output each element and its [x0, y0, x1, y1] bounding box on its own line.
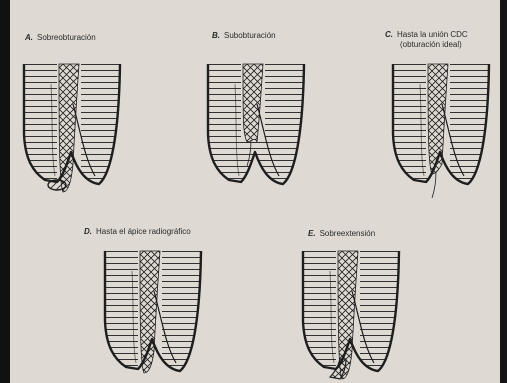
- label-c-caption: Hasta la unión CDC: [397, 30, 468, 39]
- tooth-diagram-a: [21, 64, 123, 194]
- label-c-letter: C.: [385, 30, 393, 39]
- label-b: B. Subobturación: [212, 31, 276, 40]
- tooth-diagram-c: [390, 64, 492, 194]
- tooth-diagram-d: [102, 251, 204, 381]
- page-edge-left: [0, 0, 10, 383]
- label-d-caption: Hasta el ápice radiográfico: [96, 227, 191, 236]
- book-page: A. Sobreobturación B. Subobturación C. Hast…: [10, 0, 500, 383]
- label-a-letter: A.: [25, 33, 33, 42]
- label-c-caption2: (obturación ideal): [400, 40, 462, 49]
- label-a: A. Sobreobturación: [25, 33, 96, 42]
- label-e: E. Sobreextensión: [308, 229, 375, 238]
- label-c: C. Hasta la unión CDC: [385, 30, 468, 39]
- label-a-caption: Sobreobturación: [37, 33, 96, 42]
- label-e-letter: E.: [308, 229, 316, 238]
- tooth-diagram-b: [205, 64, 307, 194]
- tooth-diagram-e: [300, 251, 402, 381]
- label-c-line2: (obturación ideal): [400, 40, 462, 49]
- page-edge-right: [500, 0, 507, 383]
- label-e-caption: Sobreextensión: [320, 229, 376, 238]
- label-d-letter: D.: [84, 227, 92, 236]
- label-b-caption: Subobturación: [224, 31, 276, 40]
- label-d: D. Hasta el ápice radiográfico: [84, 227, 191, 236]
- label-b-letter: B.: [212, 31, 220, 40]
